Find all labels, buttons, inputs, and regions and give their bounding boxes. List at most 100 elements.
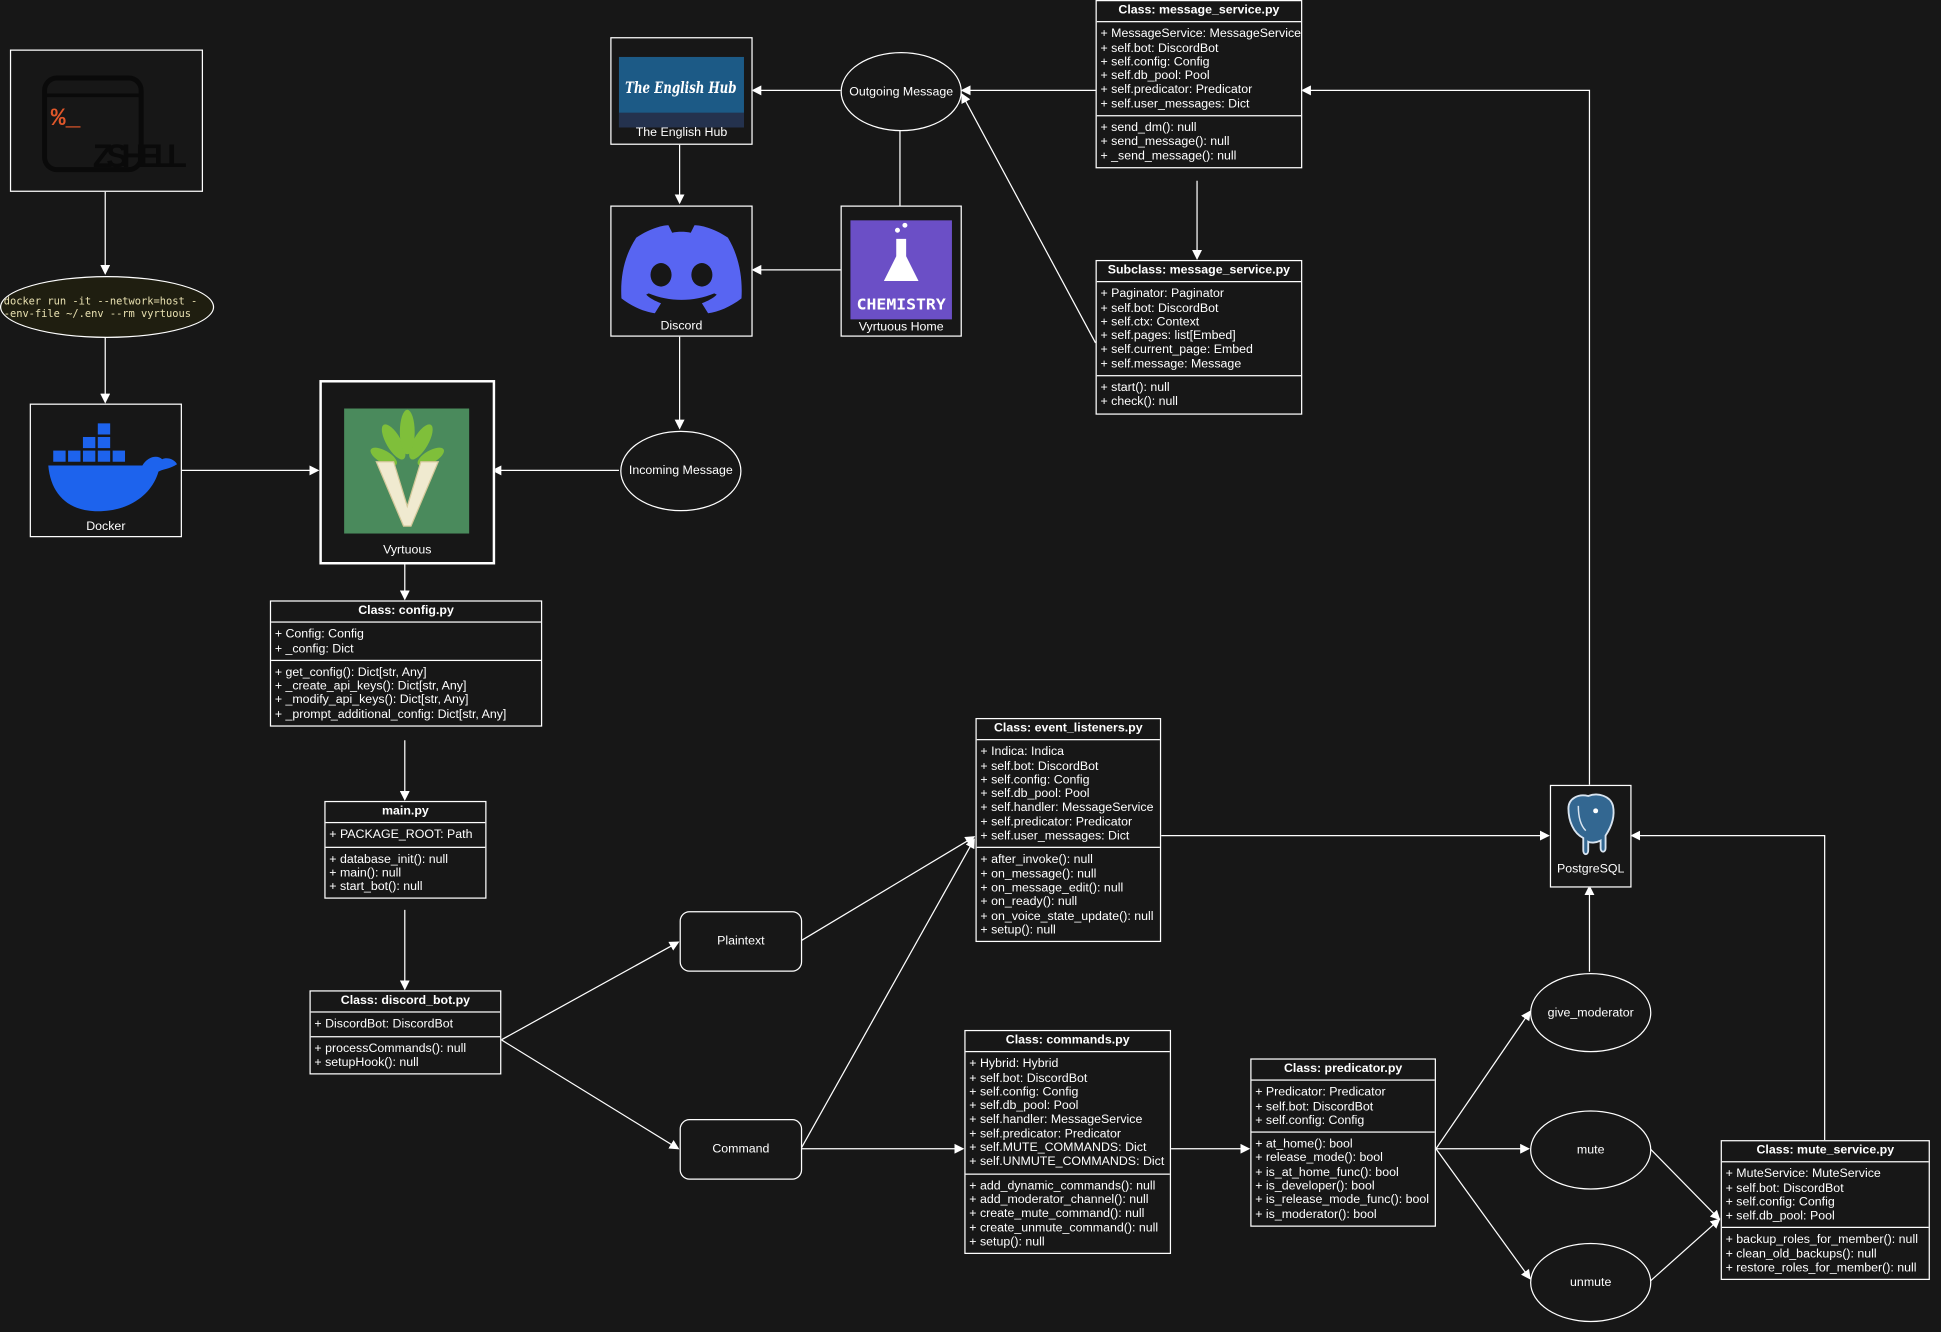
class-method: + restore_roles_for_member(): null [1725, 1261, 1917, 1276]
class-method: + is_developer(): bool [1255, 1179, 1375, 1194]
class-attribute: + Config: Config [274, 627, 364, 642]
class-method: + _modify_api_keys(): Dict[str, Any] [274, 693, 469, 708]
class-method: + start_bot(): null [329, 880, 423, 894]
discord-node: Discord [610, 205, 753, 337]
class-methods: + add_dynamic_commands(): null + add_mod… [966, 1174, 1170, 1253]
class-title: Class: predicator.py [1251, 1060, 1435, 1082]
postgresql-node: PostgreSQL [1549, 784, 1632, 888]
class-methods: + send_dm(): null + send_message(): null… [1097, 116, 1301, 167]
edge-command-events [800, 838, 975, 1150]
class-attribute: + self.bot: DiscordBot [1255, 1099, 1374, 1114]
class-attribute: + self.bot: DiscordBot [1100, 41, 1219, 56]
english-hub-label: The English Hub [635, 126, 728, 140]
unmute-node: unmute [1530, 1242, 1652, 1323]
incoming-message-node: Incoming Message [620, 430, 742, 512]
class-attribute: + self.handler: MessageService [969, 1113, 1143, 1128]
class-method: + is_moderator(): bool [1255, 1207, 1377, 1222]
class-title: Class: config.py [271, 602, 541, 624]
class-title: main.py [325, 802, 486, 824]
command-node: Command [679, 1119, 803, 1180]
class-method: + processCommands(): null [314, 1041, 467, 1056]
edge-mute-muteservice [1649, 1148, 1721, 1221]
class-method: + on_message_edit(): null [980, 881, 1124, 895]
postgresql-label: PostgreSQL [1556, 862, 1625, 877]
class-attribute: + Predicator: Predicator [1255, 1086, 1386, 1100]
class-title: Subclass: message_service.py [1096, 261, 1302, 283]
class-method: + is_at_home_func(): bool [1255, 1165, 1399, 1180]
class-attribute: + self.db_pool: Pool [980, 787, 1090, 802]
class-attribute: + self.predicator: Predicator [969, 1127, 1121, 1142]
class-method: + send_dm(): null [1100, 121, 1197, 136]
class-attribute: + self.user_messages: Dict [1100, 97, 1250, 112]
class-attribute: + self.config: Config [980, 773, 1090, 788]
class-attribute: + self.bot: DiscordBot [980, 759, 1099, 774]
class-attribute: + self.predicator: Predicator [1100, 83, 1253, 98]
class-method: + main(): null [329, 866, 402, 881]
outgoing-message-node: Outgoing Message [840, 51, 962, 132]
edge-postgres-msgservice [1301, 85, 1591, 785]
class-method: + release_mode(): bool [1255, 1151, 1383, 1166]
class-attribute: + self.config: Config [1255, 1113, 1365, 1128]
class-main: main.py + PACKAGE_ROOT: Path + database_… [324, 800, 487, 900]
class-method: + clean_old_backups(): null [1725, 1247, 1877, 1262]
class-methods: + start(): null + check(): null [1097, 376, 1301, 413]
class-attributes: + Indica: Indica + self.bot: DiscordBot … [976, 741, 1160, 849]
class-attribute: + self.bot: DiscordBot [969, 1071, 1088, 1086]
class-event-listeners: Class: event_listeners.py + Indica: Indi… [975, 717, 1162, 943]
class-method: + _prompt_additional_config: Dict[str, A… [274, 707, 507, 722]
english-hub-logo-icon: The English Hub [618, 56, 744, 128]
class-method: + add_moderator_channel(): null [969, 1193, 1149, 1207]
class-method: + _send_message(): null [1100, 149, 1237, 163]
vyrtuous-label: Vyrtuous [383, 543, 432, 558]
docker-run-command: docker run -it --network=host - -env-fil… [0, 276, 215, 338]
class-method: + backup_roles_for_member(): null [1725, 1233, 1918, 1248]
class-method: + at_home(): bool [1255, 1137, 1353, 1152]
edge-discordbot-plaintext [501, 941, 680, 1041]
class-attributes: + DiscordBot: DiscordBot [310, 1013, 501, 1037]
class-attributes: + Config: Config + _config: Dict [271, 623, 541, 661]
class-attribute: + Paginator: Paginator [1100, 287, 1225, 302]
class-title: Class: commands.py [965, 1031, 1170, 1053]
edge-predicator-unmute [1435, 1148, 1531, 1280]
chemistry-logo-text: CHEMISTRY [857, 295, 946, 313]
english-hub-logo-text: The English Hub [625, 78, 736, 97]
class-attribute: + self.predicator: Predicator [980, 815, 1133, 830]
zshell-text: ZSHELL [93, 138, 187, 174]
vyrtuous-logo-icon [344, 408, 470, 534]
discord-logo-icon [621, 225, 742, 314]
zshell-prompt: %_ [51, 105, 81, 133]
class-attribute: + self.db_pool: Pool [1100, 69, 1210, 84]
postgresql-elephant-icon [1567, 793, 1615, 856]
class-attributes: + MuteService: MuteService + self.bot: D… [1721, 1163, 1929, 1229]
class-method: + check(): null [1100, 395, 1178, 409]
zshell-node: %_ ZSHELL [9, 49, 204, 192]
edge-subclass-outgoing [961, 92, 1097, 344]
docker-node: Docker [29, 403, 182, 538]
docker-cmd-line-1: docker run -it --network=host - [3, 294, 198, 307]
docker-cmd-line-2: -env-file ~/.env --rm vyrtuous [3, 306, 191, 320]
edge-unmute-muteservice [1649, 1218, 1721, 1282]
class-attribute: + DiscordBot: DiscordBot [314, 1017, 454, 1032]
class-method: + on_voice_state_update(): null [980, 909, 1154, 923]
class-method: + get_config(): Dict[str, Any] [274, 665, 427, 680]
class-sub-message-service: Subclass: message_service.py + Paginator… [1095, 259, 1303, 415]
class-attribute: + PACKAGE_ROOT: Path [329, 828, 473, 843]
class-attribute: + self.MUTE_COMMANDS: Dict [969, 1141, 1147, 1156]
class-attribute: + Hybrid: Hybrid [969, 1057, 1059, 1072]
class-attribute: + self.message: Message [1100, 357, 1242, 372]
class-method: + on_ready(): null [980, 895, 1078, 909]
class-message-service: Class: message_service.py + MessageServi… [1095, 0, 1303, 169]
docker-whale-icon [48, 423, 178, 512]
class-attribute: + self.bot: DiscordBot [1100, 301, 1219, 316]
english-hub-node: The English Hub The English Hub [610, 37, 753, 145]
class-commands: Class: commands.py + Hybrid: Hybrid + se… [964, 1029, 1172, 1255]
class-methods: + after_invoke(): null + on_message(): n… [977, 848, 1160, 941]
class-attributes: + Predicator: Predicator + self.bot: Dis… [1251, 1081, 1435, 1133]
class-methods: + backup_roles_for_member(): null + clea… [1722, 1229, 1929, 1280]
docker-label: Docker [86, 519, 126, 534]
class-attribute: + self.current_page: Embed [1100, 343, 1253, 358]
class-predicator: Class: predicator.py + Predicator: Predi… [1250, 1058, 1436, 1227]
plaintext-node: Plaintext [679, 911, 803, 972]
